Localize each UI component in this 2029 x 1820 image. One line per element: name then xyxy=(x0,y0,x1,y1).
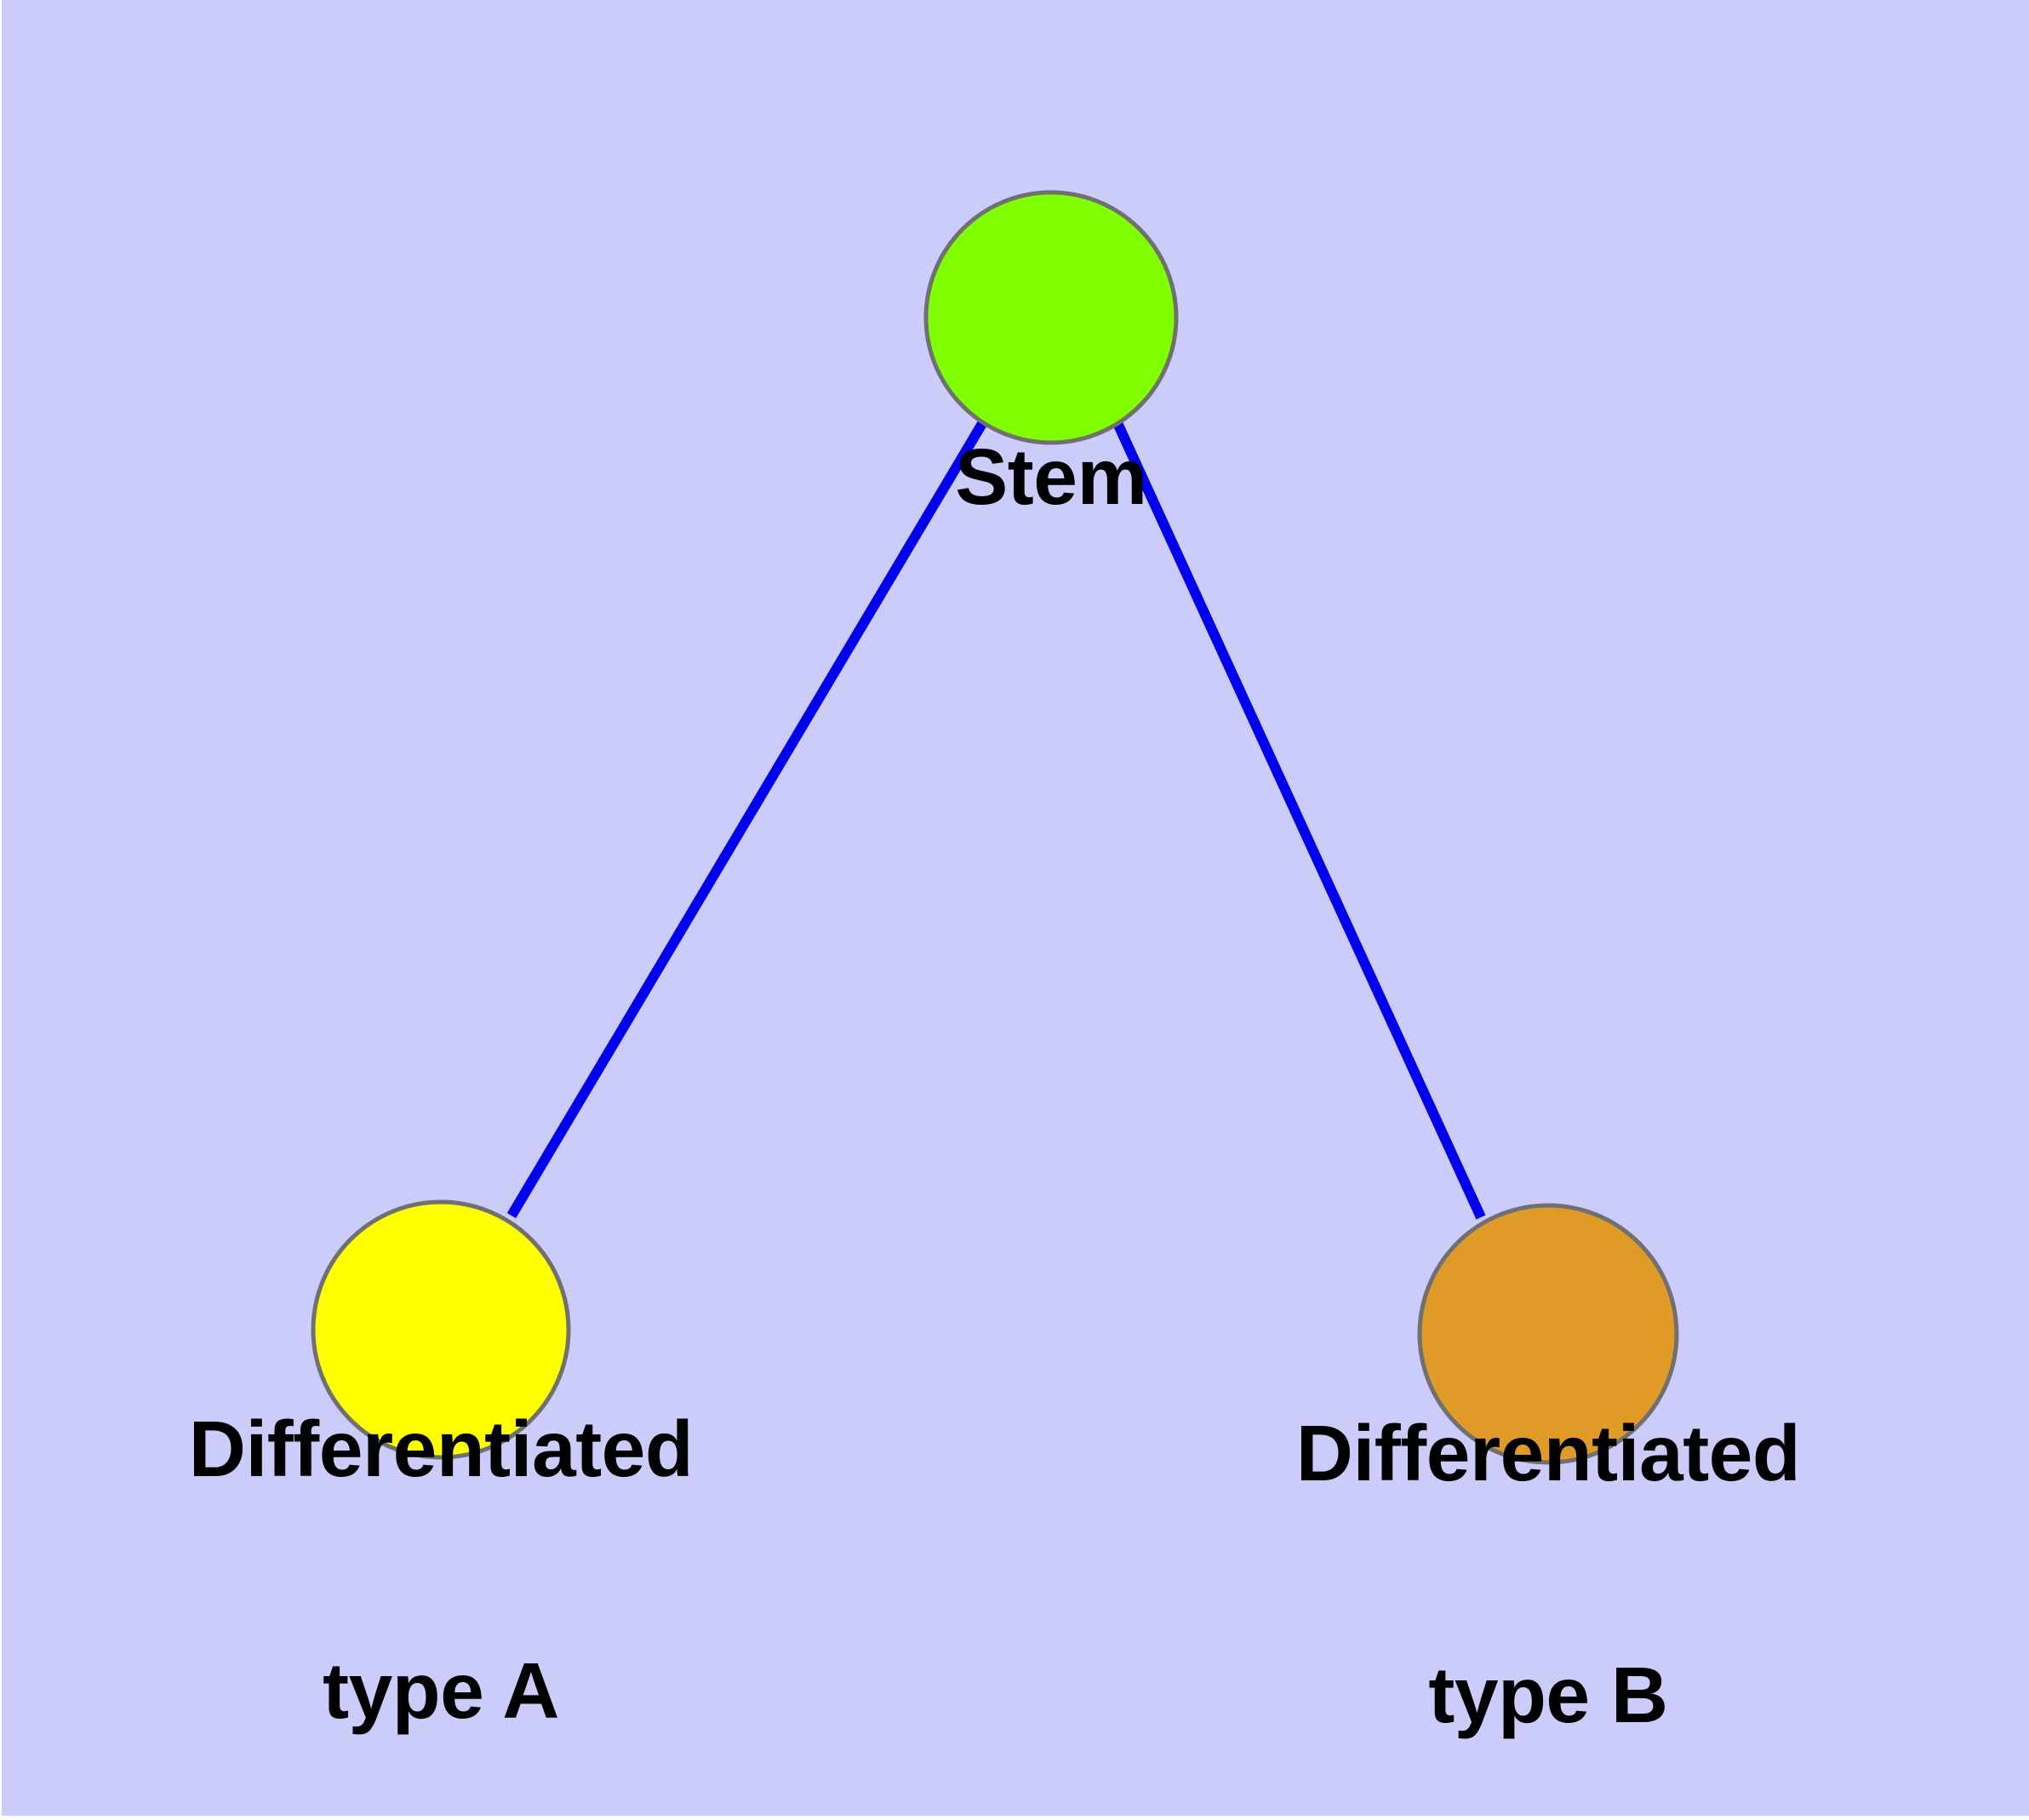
node-layer xyxy=(311,190,1679,1465)
node-differentiated-type-b[interactable] xyxy=(1417,1203,1679,1465)
edge-stem-to-differentiated-type-b[interactable] xyxy=(1112,421,1486,1220)
edge-layer xyxy=(506,419,1486,1220)
node-differentiated-type-a[interactable] xyxy=(311,1199,571,1460)
edge-stem-to-differentiated-type-a[interactable] xyxy=(506,419,988,1219)
node-stem[interactable] xyxy=(923,190,1179,445)
